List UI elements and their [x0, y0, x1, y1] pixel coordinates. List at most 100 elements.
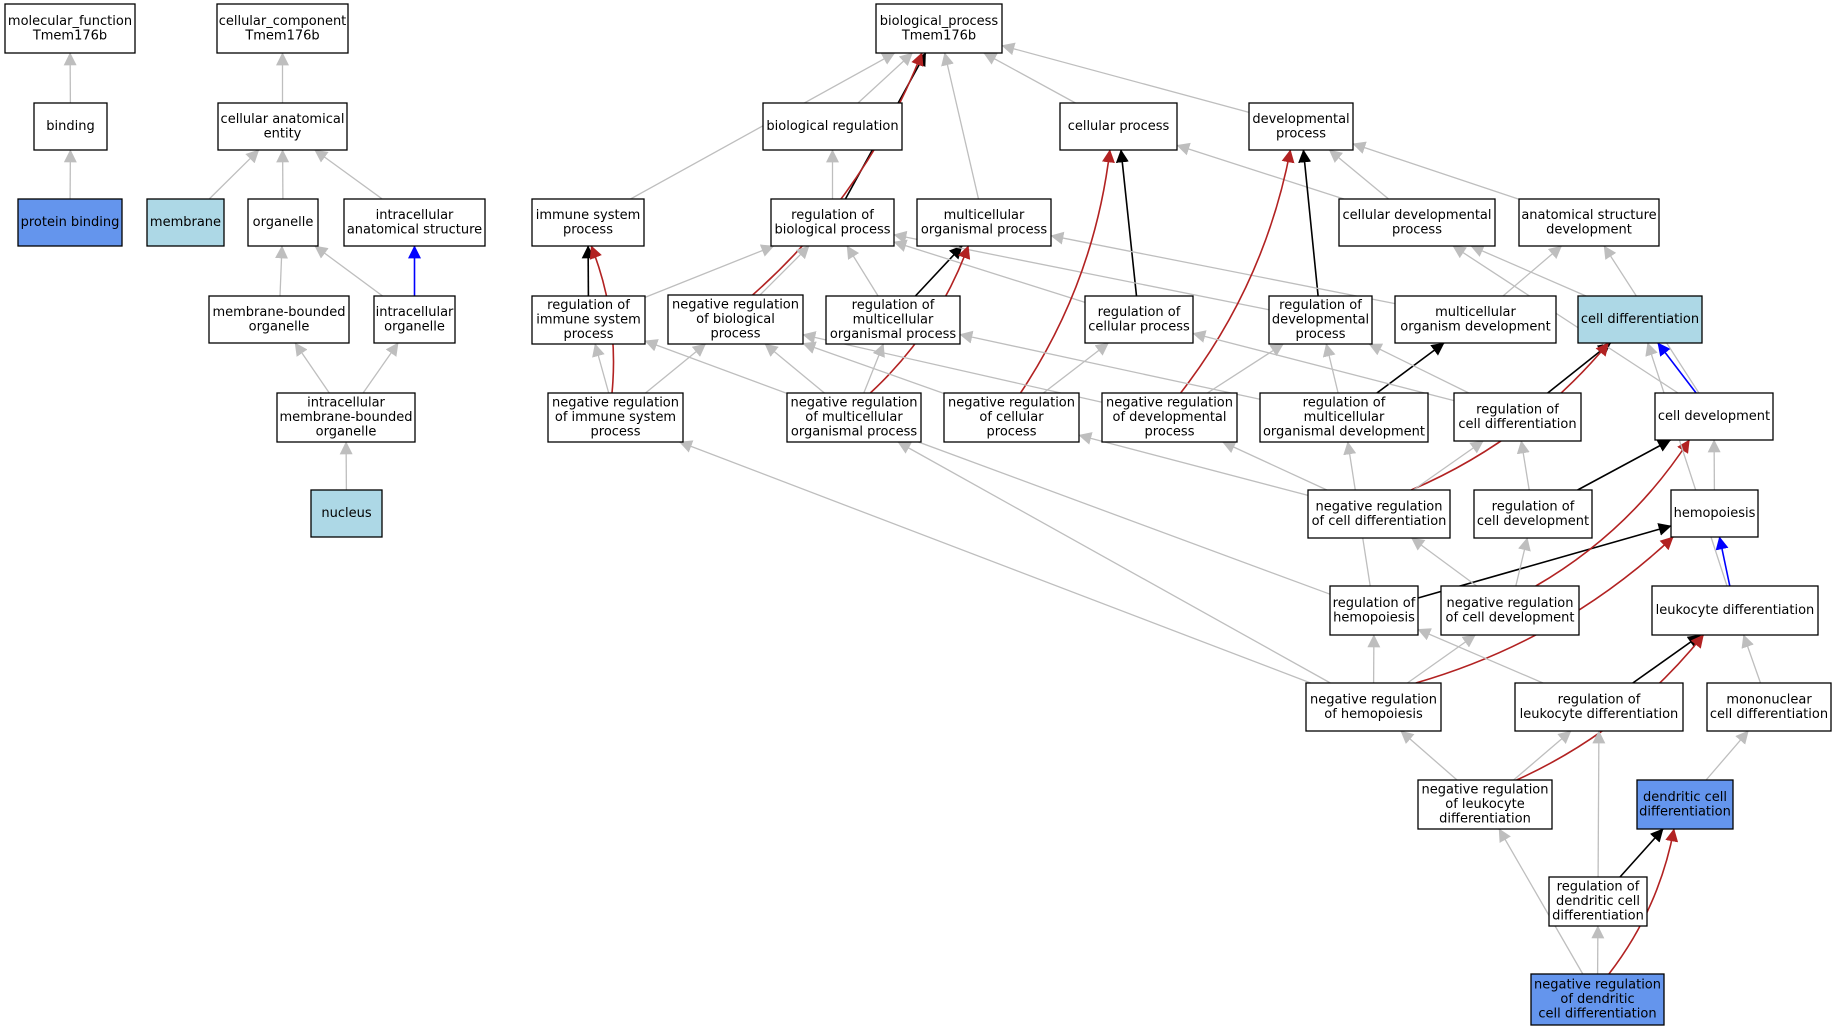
node-label-line: regulation of	[1476, 402, 1559, 417]
edge-negatively-regulates	[1179, 149, 1295, 394]
node-label-line: cell differentiation	[1581, 312, 1699, 327]
node-label-line: negative regulation	[672, 298, 799, 313]
node-label-line: Tmem176b	[244, 28, 319, 43]
edge-is-a	[1513, 730, 1572, 781]
edge-is-a	[294, 342, 330, 394]
go-term-node-cell-differentiation[interactable]: cell differentiation	[1577, 295, 1703, 344]
go-term-node-cellular-process[interactable]: cellular process	[1059, 102, 1178, 151]
go-term-node-biological-regulation[interactable]: biological regulation	[762, 102, 903, 151]
node-label-line: entity	[264, 126, 302, 141]
go-term-node-hemopoiesis[interactable]: hemopoiesis	[1670, 489, 1759, 538]
go-term-node-protein-binding[interactable]: protein binding	[17, 198, 123, 247]
node-label-line: of hemopoiesis	[1324, 707, 1423, 722]
node-label-line: of multicellular	[805, 410, 903, 425]
go-term-node-nucleus[interactable]: nucleus	[310, 489, 383, 538]
node-label-line: intracellular	[376, 208, 454, 223]
node-label-line: hemopoiesis	[1333, 610, 1415, 625]
node-label-line: immune system	[536, 313, 641, 328]
node-label-line: organelle	[384, 319, 445, 334]
go-term-node-leukocyte-differentiation[interactable]: leukocyte differentiation	[1651, 585, 1819, 636]
node-box	[4, 3, 136, 54]
node-label-line: cellular process	[1088, 319, 1190, 334]
edge-is-a	[1043, 342, 1109, 394]
node-label-line: negative regulation	[1310, 692, 1437, 707]
node-label-line: molecular_function	[8, 14, 132, 29]
node-label-line: of developmental	[1113, 410, 1227, 425]
edges-layer	[63, 42, 1762, 975]
node-label-line: biological_process	[880, 14, 999, 29]
node-box	[1101, 392, 1238, 443]
edge-is-a	[802, 341, 945, 395]
node-box	[1514, 682, 1684, 732]
edge-is-a	[1498, 828, 1584, 975]
node-label-line: process	[564, 327, 614, 342]
node-label-line: multicellular	[1435, 305, 1516, 320]
node-label-line: cell development	[1477, 514, 1589, 529]
node-label-line: of cell differentiation	[1312, 514, 1447, 529]
go-term-node-binding[interactable]: binding	[33, 102, 108, 151]
go-term-node-organelle[interactable]: organelle	[247, 198, 319, 247]
node-label-line: multicellular	[1304, 410, 1385, 425]
edge-part-of	[1657, 342, 1697, 394]
edge-regulates	[1577, 439, 1671, 491]
node-label-line: binding	[46, 119, 94, 134]
node-box	[1307, 489, 1451, 539]
node-box	[1338, 198, 1496, 247]
node-box	[825, 295, 961, 345]
node-box	[770, 198, 895, 247]
edge-is-a	[1050, 231, 1396, 305]
edge-is-a	[802, 331, 1103, 403]
go-term-node-membrane[interactable]: membrane	[146, 198, 225, 247]
node-box	[1329, 585, 1419, 636]
edge-is-a	[857, 52, 913, 104]
node-box	[1530, 973, 1665, 1026]
node-box	[667, 294, 804, 345]
node-label-line: regulation of	[1098, 305, 1181, 320]
edge-regulates	[914, 245, 963, 297]
go-term-node-cell-development[interactable]: cell development	[1654, 392, 1774, 441]
edge-is-a	[764, 343, 825, 394]
node-label-line: cell development	[1658, 409, 1770, 424]
node-label-line: process	[1296, 327, 1346, 342]
node-label-line: process	[1276, 126, 1326, 141]
edge-is-a	[678, 440, 1311, 684]
edge-is-a	[644, 339, 1331, 595]
